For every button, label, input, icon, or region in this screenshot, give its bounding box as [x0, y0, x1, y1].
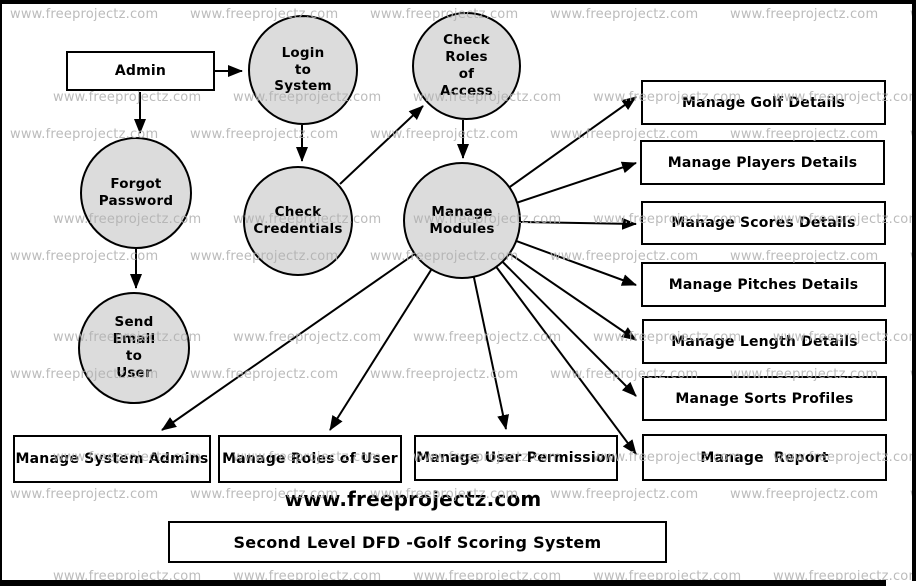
process-send-email-to-user: Send Email to User — [78, 292, 190, 404]
process-check-credentials-label: Check Credentials — [253, 204, 343, 237]
process-check-credentials: Check Credentials — [243, 166, 353, 276]
frame-bottom-border — [0, 580, 886, 586]
process-login-to-system: Login to System — [248, 15, 358, 125]
store-manage-sorts-profiles: Manage Sorts Profiles — [642, 376, 887, 421]
process-check-roles-of-access: Check Roles of Access — [412, 12, 521, 120]
store-label: Manage Sorts Profiles — [675, 390, 854, 407]
process-forgot-password: Forgot Password — [80, 137, 192, 249]
store-label: Manage Scores Details — [671, 215, 856, 231]
process-check-roles-label: Check Roles of Access — [440, 32, 493, 99]
process-manage-modules-label: Manage Modules — [429, 203, 495, 237]
store-manage-system-admins: Manage System Admins — [13, 435, 211, 483]
store-manage-report: Manage Report — [642, 434, 887, 481]
store-label: Manage User Permission — [416, 450, 616, 466]
arrow-check-credentials-to-check-roles — [339, 105, 424, 185]
frame-right-border — [912, 0, 916, 581]
store-manage-user-permission: Manage User Permission — [414, 435, 618, 481]
frame-top-border — [0, 0, 916, 4]
store-label: Manage Roles of User — [222, 451, 398, 467]
store-manage-pitches-details: Manage Pitches Details — [641, 262, 886, 307]
store-manage-players-details: Manage Players Details — [640, 140, 885, 185]
store-manage-golf-details: Manage Golf Details — [641, 80, 886, 125]
entity-admin-label: Admin — [114, 63, 167, 79]
arrow-modules-to-system-admins — [161, 220, 463, 431]
site-url-text: www.freeprojectz.com — [284, 487, 542, 511]
process-forgot-password-label: Forgot Password — [98, 176, 174, 209]
diagram-caption-box: Second Level DFD -Golf Scoring System — [168, 521, 667, 563]
process-send-email-label: Send Email to User — [112, 314, 156, 381]
store-label: Manage System Admins — [15, 451, 209, 467]
process-login-label: Login to System — [274, 44, 332, 95]
frame-left-border — [0, 0, 2, 581]
store-manage-length-details: Manage Length Details — [642, 319, 887, 364]
store-manage-roles-of-user: Manage Roles of User — [218, 435, 402, 483]
process-manage-modules: Manage Modules — [403, 162, 521, 279]
store-label: Manage Pitches Details — [668, 276, 859, 293]
diagram-caption: Second Level DFD -Golf Scoring System — [233, 532, 602, 552]
store-label: Manage Golf Details — [681, 94, 846, 111]
store-label: Manage Report — [700, 449, 829, 466]
store-label: Manage Length Details — [671, 333, 858, 350]
store-label: Manage Players Details — [667, 154, 858, 171]
entity-admin: Admin — [66, 51, 215, 91]
store-manage-scores-details: Manage Scores Details — [641, 201, 886, 245]
